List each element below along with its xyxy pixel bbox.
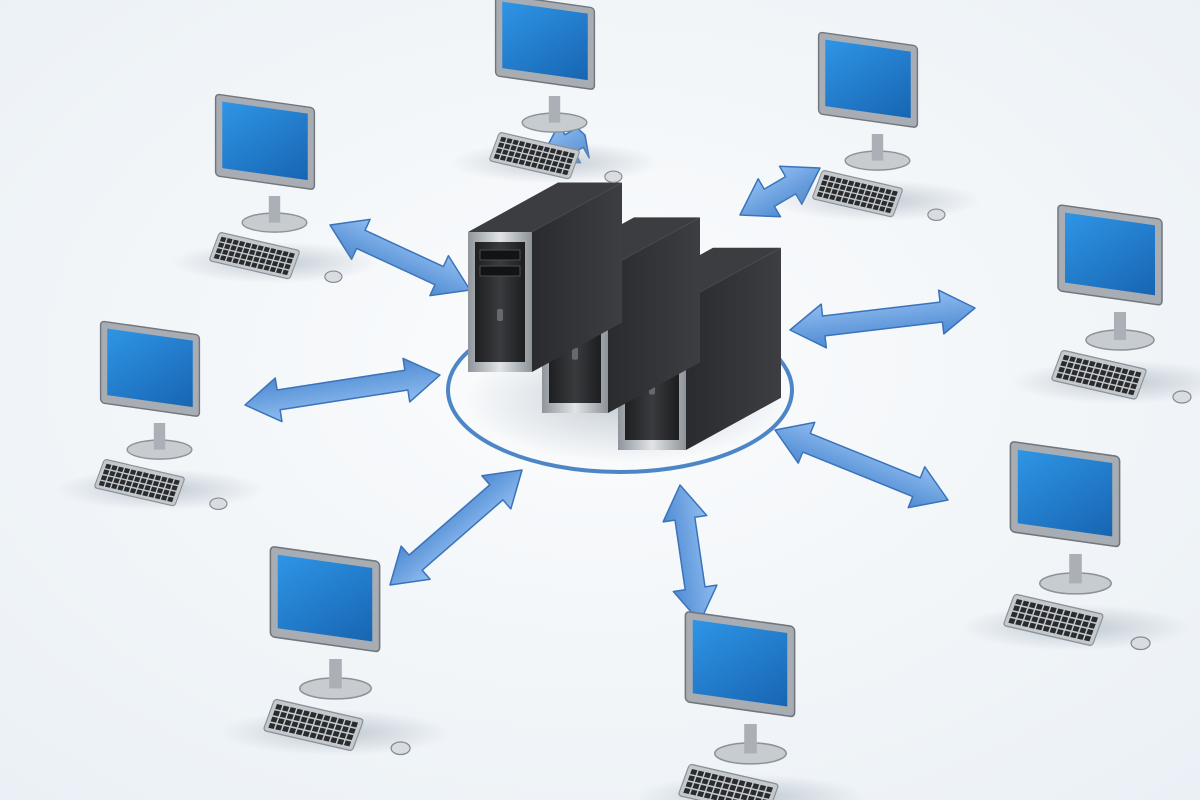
monitor-screen (222, 101, 308, 181)
keyboard (812, 170, 903, 218)
monitor-screen (692, 619, 788, 707)
mouse (1130, 636, 1151, 651)
monitor-screen (1017, 449, 1113, 537)
client-computer (1010, 204, 1200, 404)
monitor-screen (1065, 212, 1155, 296)
monitor (99, 320, 201, 417)
monitor (1057, 204, 1163, 306)
client-computer (960, 441, 1191, 651)
bidirectional-arrow (774, 421, 949, 509)
mouse (604, 170, 623, 184)
connection-arrows (244, 118, 976, 623)
client-computer (170, 93, 379, 284)
client-computer (54, 320, 264, 511)
keyboard (1051, 349, 1147, 400)
client-computer (450, 0, 659, 184)
keyboard (489, 132, 580, 180)
client-computer (220, 546, 451, 756)
monitor (1009, 441, 1121, 548)
monitor (494, 0, 596, 90)
bidirectional-arrow (739, 165, 821, 218)
monitor (214, 93, 316, 190)
keyboard (678, 763, 779, 800)
monitor-screen (825, 39, 911, 119)
monitor (269, 546, 381, 653)
monitor-screen (277, 554, 373, 642)
monitor-screen (502, 1, 588, 81)
server-rack (468, 182, 781, 450)
keyboard (94, 459, 185, 507)
monitor-screen (107, 328, 193, 408)
client-computer (635, 611, 866, 800)
bidirectional-arrow (389, 469, 523, 586)
client-computer (773, 31, 982, 222)
monitor (817, 31, 919, 128)
mouse (927, 208, 946, 222)
client-computers (54, 0, 1200, 800)
bidirectional-arrow (789, 289, 976, 349)
keyboard (263, 698, 364, 751)
mouse (390, 741, 411, 756)
monitor (684, 611, 796, 718)
mouse (324, 270, 343, 284)
keyboard (1003, 593, 1104, 646)
mouse (1172, 390, 1192, 404)
bidirectional-arrow (244, 357, 441, 423)
keyboard (209, 232, 300, 280)
server-tower (468, 182, 622, 372)
mouse (209, 497, 228, 511)
